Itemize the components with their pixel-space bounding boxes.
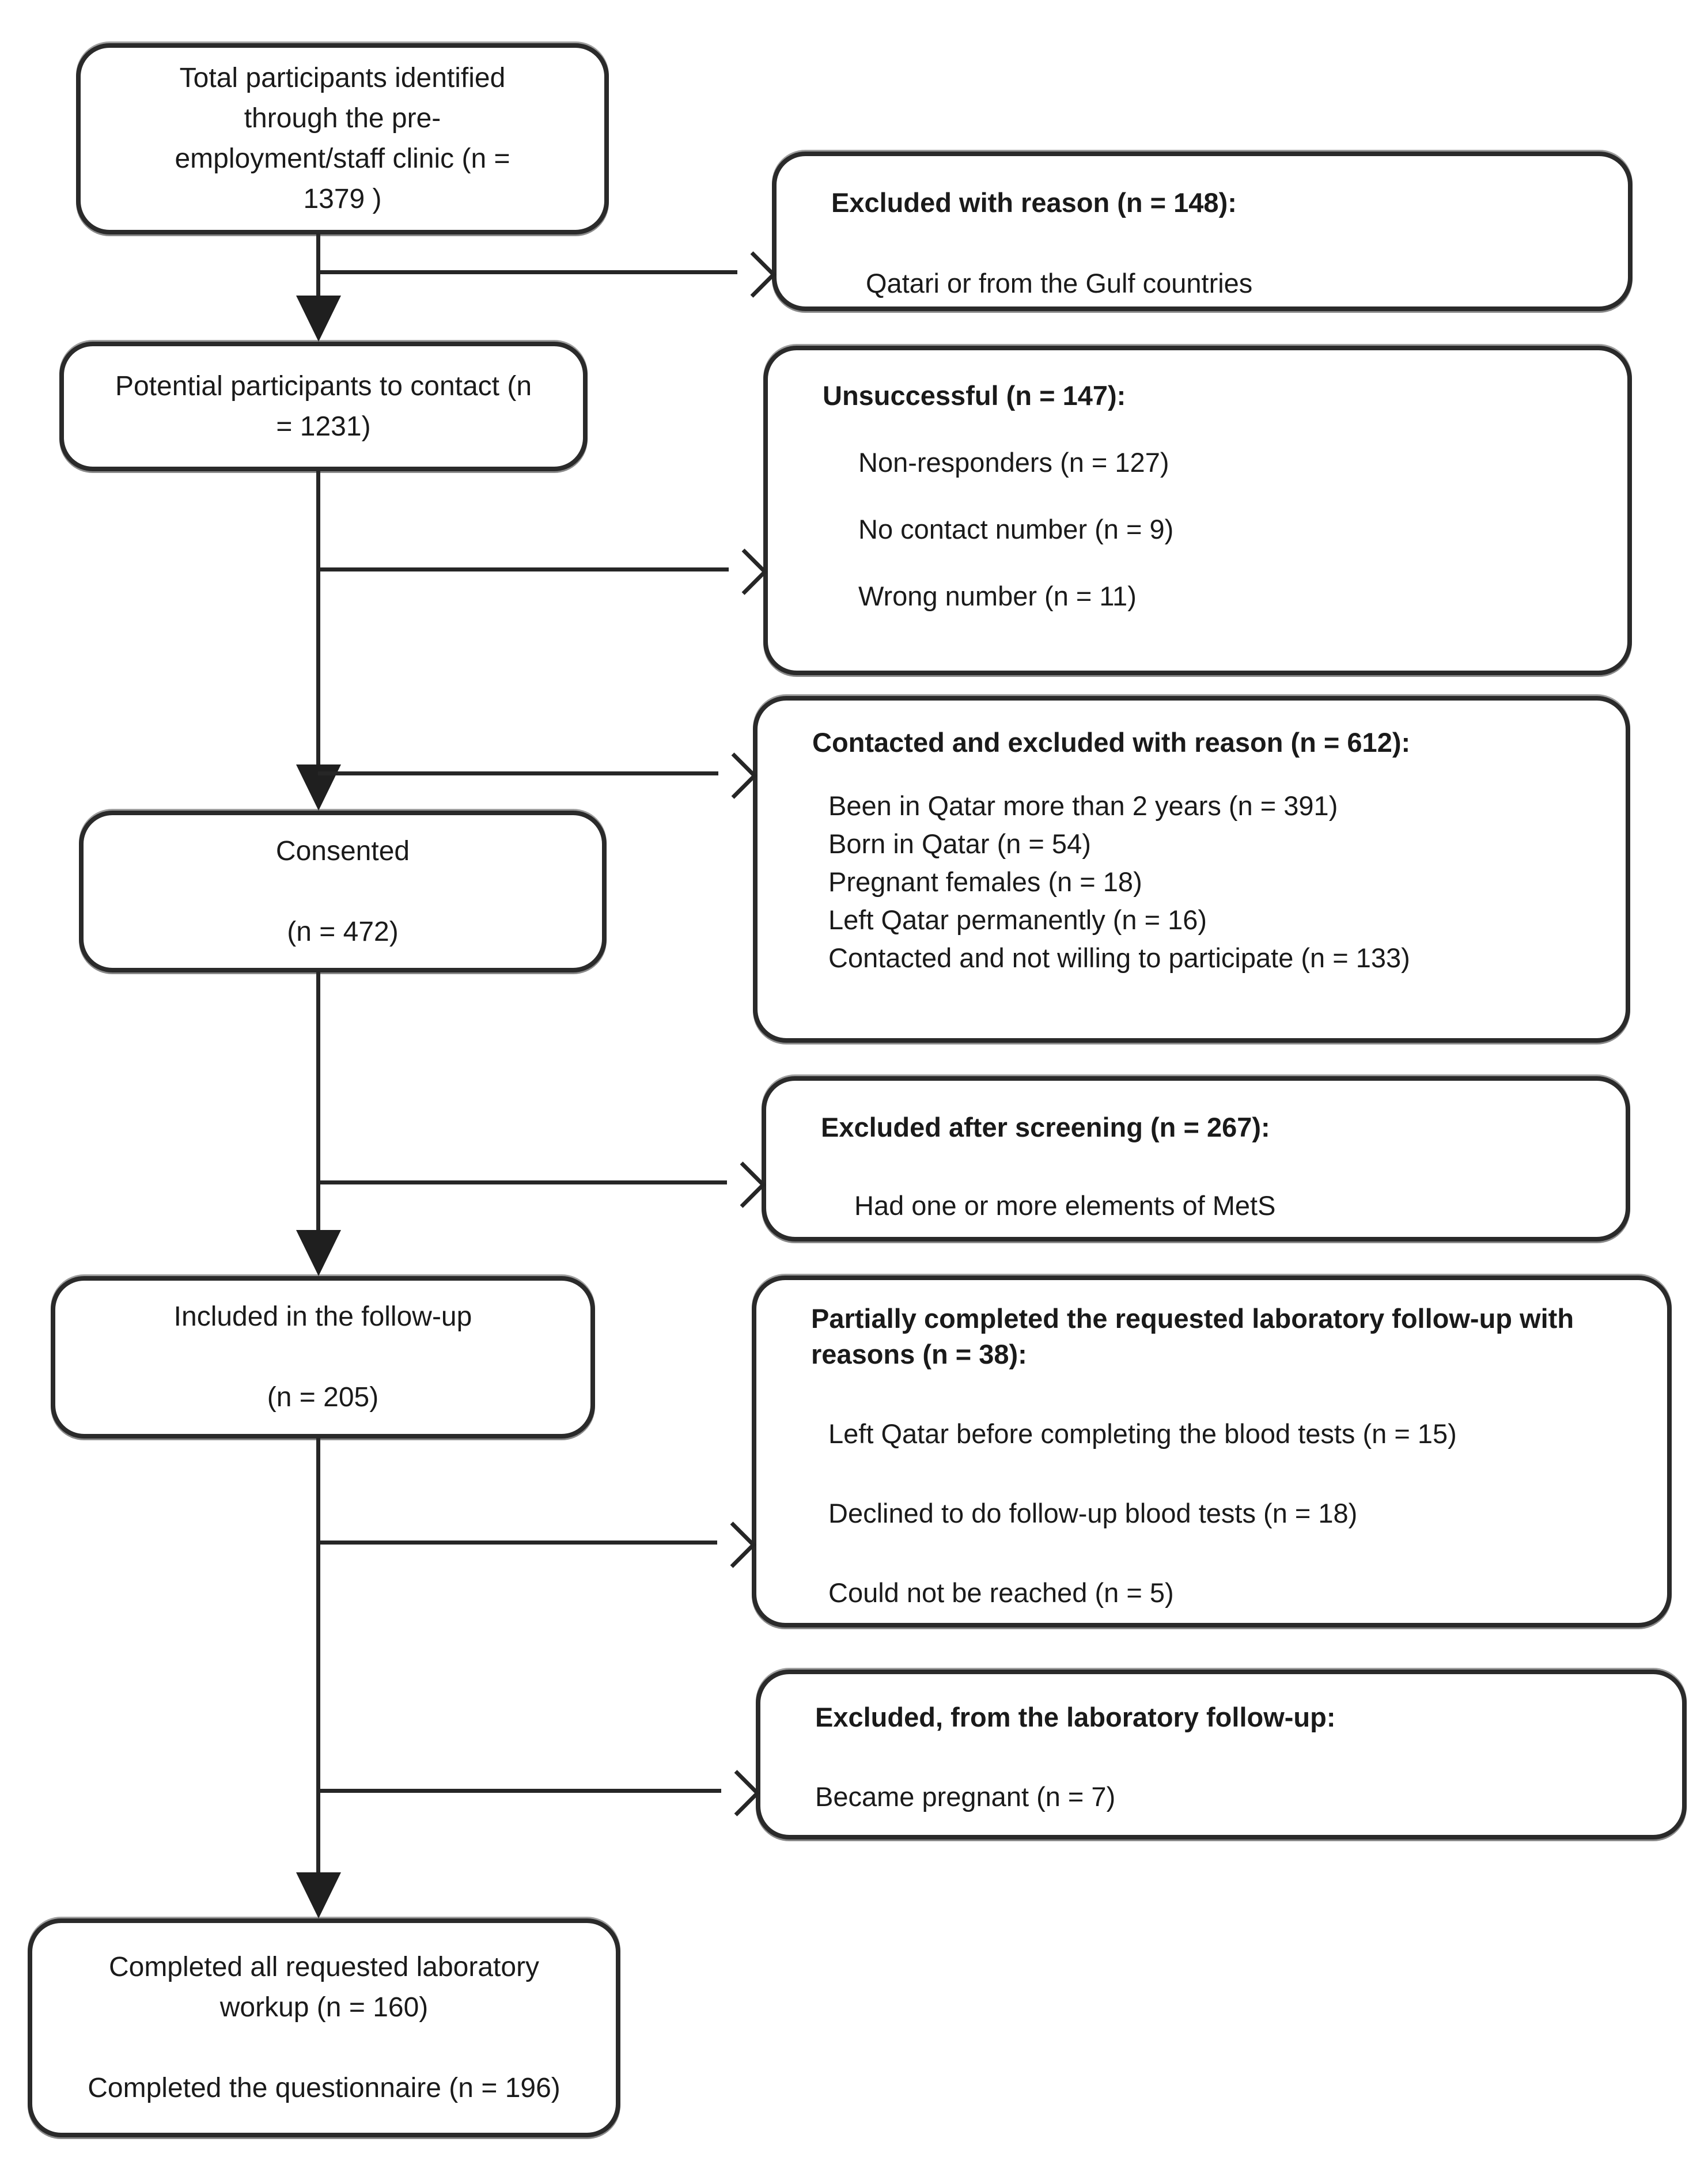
box-potential-contact-text: Potential participants to contact (n = 1…: [115, 370, 532, 442]
box-total-identified: Total participants identified through th…: [76, 43, 609, 234]
connector-to-contacted-excluded: [318, 771, 718, 775]
box-contacted-excluded-header: Contacted and excluded with reason (n = …: [812, 727, 1411, 758]
box-unsuccessful-header: Unsuccessful (n = 147):: [823, 380, 1126, 411]
box-completed-workup: Completed all requested laboratory worku…: [28, 1918, 620, 2137]
box-consented-text: Consented (n = 472): [275, 835, 410, 947]
connector-included-to-completed: [316, 1437, 320, 1873]
box-potential-contact: Potential participants to contact (n = 1…: [59, 342, 588, 471]
list-item: Non-responders (n = 127): [858, 447, 1169, 478]
list-item: Contacted and not willing to participate…: [828, 943, 1410, 973]
box-included-followup: Included in the follow-up (n = 205): [51, 1276, 595, 1439]
arrowhead-down-icon: [296, 296, 341, 342]
connector-to-excluded-lab-followup: [318, 1789, 721, 1793]
connector-to-partially-completed: [318, 1541, 717, 1545]
box-excluded-screening-header: Excluded after screening (n = 267):: [821, 1112, 1270, 1142]
list-item: Born in Qatar (n = 54): [828, 828, 1091, 859]
list-item: Been in Qatar more than 2 years (n = 391…: [828, 790, 1338, 821]
list-item: Had one or more elements of MetS: [854, 1190, 1276, 1221]
connector-consented-to-included: [316, 971, 320, 1231]
list-item: Left Qatar before completing the blood t…: [828, 1418, 1457, 1449]
connector-to-unsuccessful: [318, 567, 729, 571]
box-completed-workup-text: Completed all requested laboratory worku…: [88, 1952, 561, 2103]
arrowhead-right-icon: [710, 1521, 756, 1568]
connector-total-to-potential: [316, 233, 320, 297]
arrowhead-right-icon: [719, 1161, 766, 1208]
connector-to-excluded-with-reason: [318, 270, 737, 274]
list-item: Could not be reached (n = 5): [828, 1577, 1174, 1608]
box-excluded-with-reason-header: Excluded with reason (n = 148):: [831, 187, 1237, 218]
arrowhead-right-icon: [721, 548, 768, 595]
box-excluded-with-reason: Excluded with reason (n = 148): Qatari o…: [772, 152, 1633, 311]
box-consented: Consented (n = 472): [79, 811, 607, 972]
list-item: No contact number (n = 9): [858, 514, 1174, 544]
list-item: Declined to do follow-up blood tests (n …: [828, 1498, 1358, 1528]
box-unsuccessful: Unsuccessful (n = 147): Non-responders (…: [763, 346, 1632, 675]
list-item: Pregnant females (n = 18): [828, 866, 1142, 897]
arrowhead-down-icon: [296, 1230, 341, 1276]
box-partially-completed-lab: Partially completed the requested labora…: [752, 1275, 1672, 1627]
arrowhead-right-icon: [730, 251, 777, 298]
arrowhead-down-icon: [296, 1872, 341, 1918]
list-item: Qatari or from the Gulf countries: [866, 268, 1253, 298]
arrowhead-right-icon: [711, 752, 758, 799]
box-partially-completed-lab-header: Partially completed the requested labora…: [811, 1303, 1574, 1369]
list-item: Left Qatar permanently (n = 16): [828, 904, 1207, 935]
arrowhead-right-icon: [714, 1770, 760, 1816]
list-item: Became pregnant (n = 7): [815, 1781, 1116, 1812]
list-item: Wrong number (n = 11): [858, 581, 1137, 611]
box-contacted-excluded: Contacted and excluded with reason (n = …: [753, 696, 1630, 1043]
connector-to-excluded-screening: [318, 1180, 727, 1184]
box-included-followup-text: Included in the follow-up (n = 205): [173, 1301, 472, 1413]
box-excluded-screening: Excluded after screening (n = 267): Had …: [762, 1076, 1630, 1242]
box-total-identified-text: Total participants identified through th…: [175, 63, 510, 214]
connector-potential-to-consented: [316, 470, 320, 766]
box-excluded-lab-followup-header: Excluded, from the laboratory follow-up:: [815, 1702, 1336, 1732]
box-excluded-lab-followup: Excluded, from the laboratory follow-up:…: [756, 1670, 1687, 1840]
